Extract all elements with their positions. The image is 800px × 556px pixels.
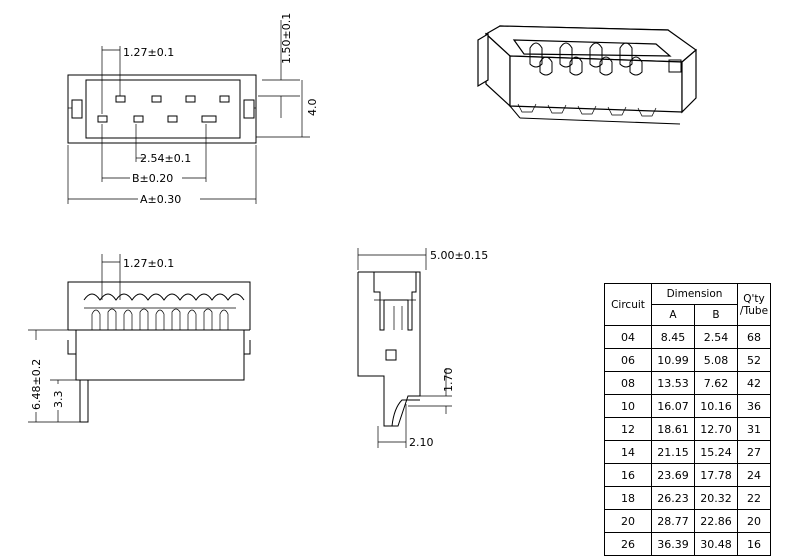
- top-pin: [219, 95, 230, 103]
- header-circuit: Circuit: [604, 283, 652, 326]
- top-pin: [167, 115, 178, 123]
- top-pin: [115, 95, 126, 103]
- cell-a: 13.53: [651, 371, 695, 395]
- dim-front-pitch: 1.27±0.1: [123, 257, 174, 270]
- cell-b: 22.86: [694, 509, 738, 533]
- top-pin: [97, 115, 108, 123]
- top-view-outer: [67, 74, 257, 144]
- cell-circuit: 14: [604, 440, 652, 464]
- cell-b: 10.16: [694, 394, 738, 418]
- cell-circuit: 08: [604, 371, 652, 395]
- cell-a: 28.77: [651, 509, 695, 533]
- top-view-inner: [85, 79, 241, 139]
- header-dimension: Dimension: [651, 283, 738, 305]
- cell-b: 7.62: [694, 371, 738, 395]
- cell-a: 10.99: [651, 348, 695, 372]
- front-view: 1.27±0.1 6.48±0.2 3.3: [28, 254, 251, 423]
- cell-circuit: 16: [604, 463, 652, 487]
- side-view: 5.00±0.15 1.70 2.10: [357, 248, 488, 449]
- cell-b: 12.70: [694, 417, 738, 441]
- header-a: A: [651, 304, 695, 326]
- top-pin: [185, 95, 196, 103]
- dim-side-height: 1.70: [442, 368, 455, 393]
- dim-top-pitch: 1.27±0.1: [123, 46, 174, 59]
- cell-circuit: 10: [604, 394, 652, 418]
- cell-qty: 27: [737, 440, 771, 464]
- top-pin: [201, 115, 217, 123]
- cell-b: 20.32: [694, 486, 738, 510]
- header-b: B: [694, 304, 738, 326]
- cell-a: 18.61: [651, 417, 695, 441]
- top-view-left-tab: [71, 99, 83, 119]
- header-qty-line1: Q'ty: [743, 292, 765, 305]
- dim-side-bottom: 2.10: [409, 436, 434, 449]
- cell-circuit: 20: [604, 509, 652, 533]
- top-pin: [133, 115, 144, 123]
- cell-qty: 52: [737, 348, 771, 372]
- cell-b: 15.24: [694, 440, 738, 464]
- cell-b: 2.54: [694, 325, 738, 349]
- cell-a: 23.69: [651, 463, 695, 487]
- dim-top-row-pitch: 2.54±0.1: [140, 152, 191, 165]
- connector-drawing: 1.27±0.1 1.50±0.1 4.0 2.54±0.1 B±0.20 A±…: [28, 13, 697, 449]
- cell-circuit: 12: [604, 417, 652, 441]
- dim-top-a: A±0.30: [140, 193, 181, 206]
- cell-qty: 42: [737, 371, 771, 395]
- cell-qty: 20: [737, 509, 771, 533]
- cell-a: 26.23: [651, 486, 695, 510]
- cell-a: 21.15: [651, 440, 695, 464]
- top-view: 1.27±0.1 1.50±0.1 4.0 2.54±0.1 B±0.20 A±…: [67, 13, 319, 206]
- cell-qty: 36: [737, 394, 771, 418]
- cell-b: 30.48: [694, 532, 738, 556]
- cell-circuit: 18: [604, 486, 652, 510]
- top-view-right-tab: [243, 99, 255, 119]
- top-pin: [151, 95, 162, 103]
- cell-b: 17.78: [694, 463, 738, 487]
- cell-qty: 68: [737, 325, 771, 349]
- isometric-view: [477, 25, 697, 125]
- header-qty-line2: /Tube: [739, 304, 769, 317]
- cell-a: 8.45: [651, 325, 695, 349]
- dim-front-leg: 3.3: [52, 391, 65, 409]
- cell-a: 16.07: [651, 394, 695, 418]
- cell-qty: 22: [737, 486, 771, 510]
- cell-a: 36.39: [651, 532, 695, 556]
- cell-b: 5.08: [694, 348, 738, 372]
- dim-side-width: 5.00±0.15: [430, 249, 488, 262]
- header-qty: Q'ty /Tube: [737, 283, 771, 326]
- cell-qty: 16: [737, 532, 771, 556]
- cell-circuit: 26: [604, 532, 652, 556]
- cell-qty: 24: [737, 463, 771, 487]
- cell-circuit: 04: [604, 325, 652, 349]
- cell-qty: 31: [737, 417, 771, 441]
- dim-front-height: 6.48±0.2: [30, 359, 43, 410]
- cell-circuit: 06: [604, 348, 652, 372]
- dim-top-width: 4.0: [306, 99, 319, 117]
- dim-top-b: B±0.20: [132, 172, 173, 185]
- dim-top-height: 1.50±0.1: [280, 13, 293, 64]
